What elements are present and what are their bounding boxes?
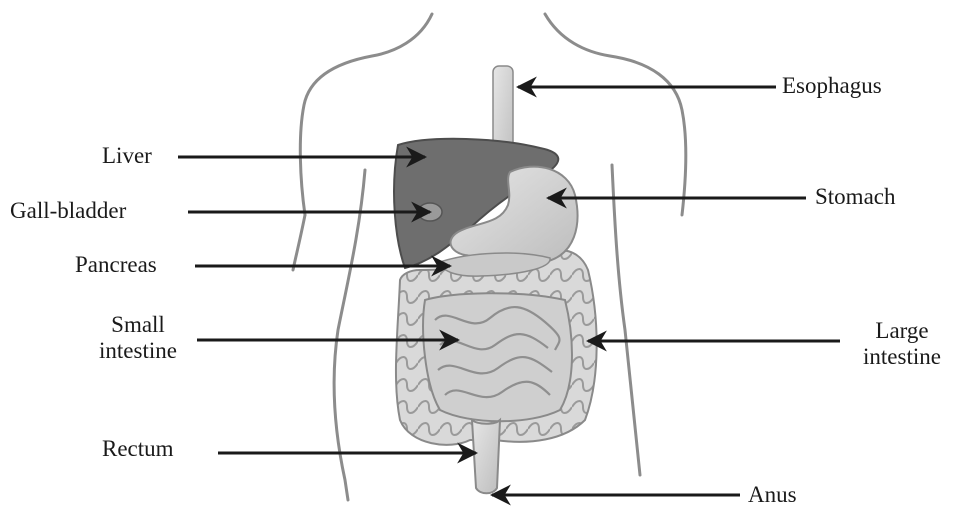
rectum-organ	[472, 420, 500, 493]
label-small-intestine-line1: Small	[82, 312, 194, 338]
label-stomach: Stomach	[815, 184, 896, 210]
label-large-intestine-line1: Large	[846, 318, 958, 344]
label-small-intestine-line2: intestine	[82, 338, 194, 364]
small-intestine-organ	[423, 293, 572, 421]
label-liver: Liver	[102, 143, 152, 169]
label-esophagus: Esophagus	[782, 73, 882, 99]
label-large-intestine-line2: intestine	[846, 344, 958, 370]
label-anus: Anus	[748, 482, 797, 508]
label-gall-bladder: Gall-bladder	[10, 198, 126, 224]
label-small-intestine: Small intestine	[82, 312, 194, 364]
label-pancreas: Pancreas	[75, 252, 157, 278]
label-rectum: Rectum	[102, 436, 174, 462]
label-large-intestine: Large intestine	[846, 318, 958, 370]
